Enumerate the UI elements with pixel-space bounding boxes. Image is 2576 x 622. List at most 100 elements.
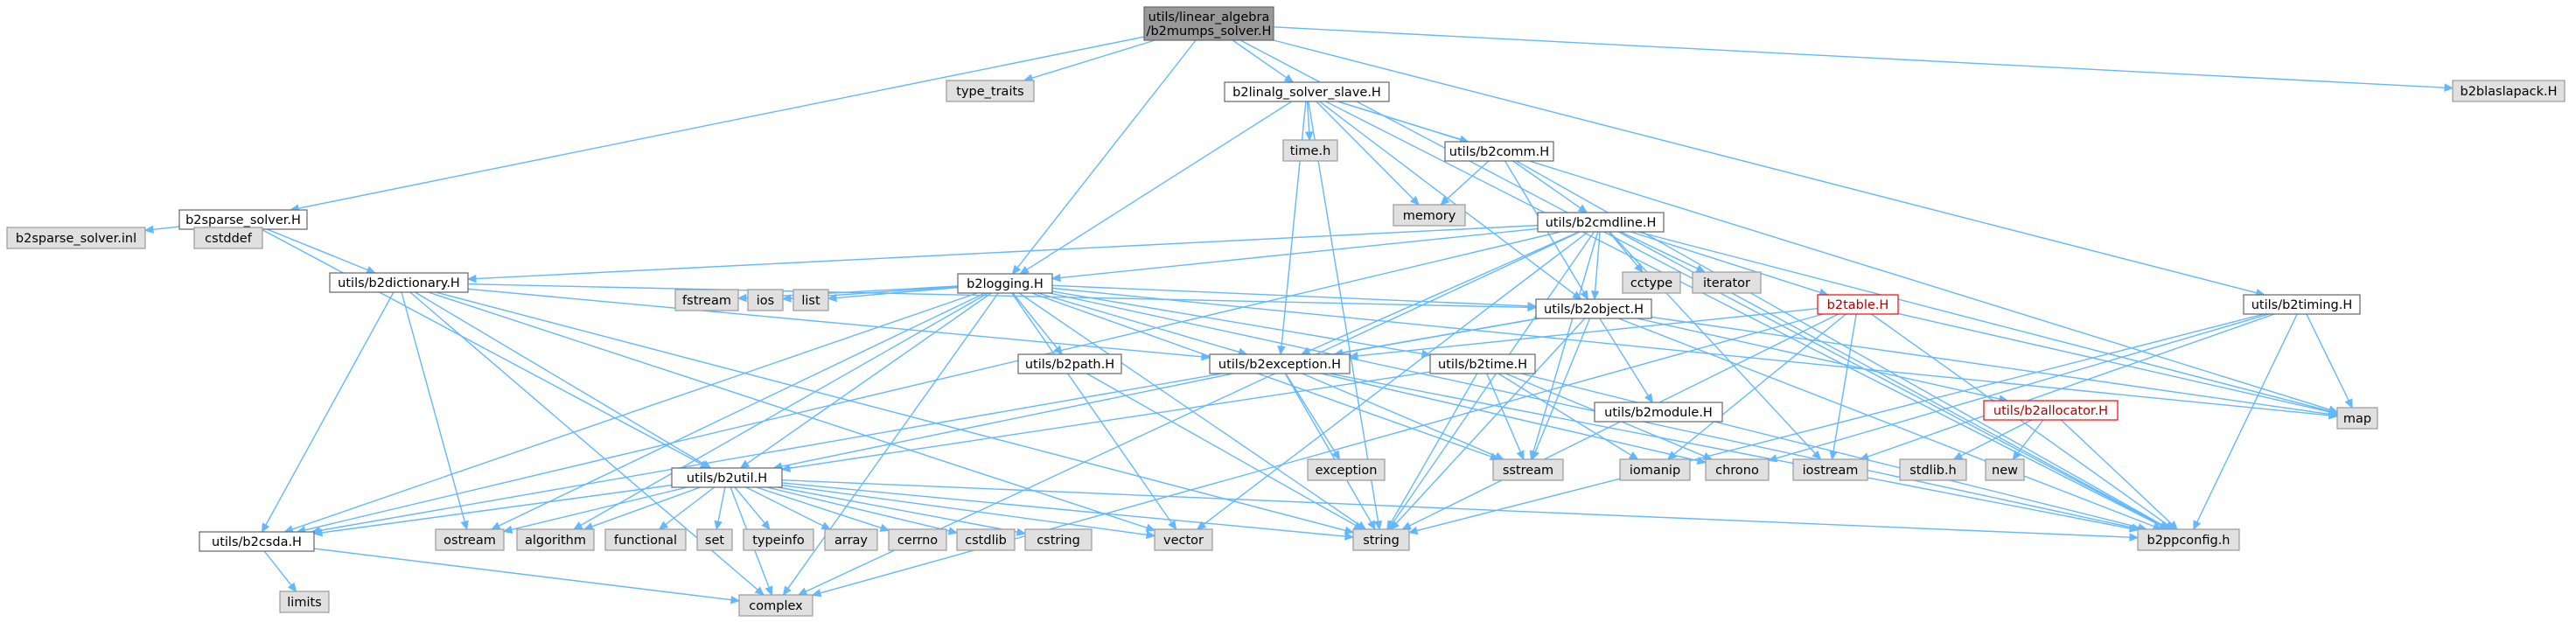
arrow-head-icon — [780, 464, 792, 472]
node-limits[interactable]: limits — [279, 591, 330, 613]
arrow-head-icon — [761, 520, 771, 530]
node-functional[interactable]: functional — [604, 528, 687, 551]
node-label: complex — [749, 599, 803, 613]
arrow-head-icon — [730, 595, 741, 605]
edge-line — [291, 292, 978, 530]
edge-line — [319, 318, 1539, 532]
node-b2comm[interactable]: utils/b2comm.H — [1444, 141, 1554, 162]
node-b2sparse_solver[interactable]: b2sparse_solver.H — [178, 209, 308, 230]
node-b2csda[interactable]: utils/b2csda.H — [199, 531, 315, 552]
node-fstream[interactable]: fstream — [674, 289, 739, 311]
node-set[interactable]: set — [696, 528, 733, 551]
node-string[interactable]: string — [1352, 528, 1410, 551]
edge-line — [1031, 39, 1155, 80]
arrow-head-icon — [312, 528, 324, 537]
arrow-head-icon — [781, 294, 792, 303]
node-b2dictionary[interactable]: utils/b2dictionary.H — [329, 272, 469, 293]
node-b2sparse_solver_inl[interactable]: b2sparse_solver.inl — [6, 227, 146, 249]
arrow-head-icon — [736, 293, 747, 303]
node-exception[interactable]: exception — [1307, 458, 1386, 481]
node-label: utils/b2time.H — [1438, 358, 1527, 372]
edge-b2linalg_solver_slave-to-string — [1308, 101, 1383, 531]
edge-line — [2306, 313, 2349, 402]
node-b2timing[interactable]: utils/b2timing.H — [2243, 294, 2361, 315]
edge-b2exception-to-chrono — [1321, 373, 1707, 465]
node-chrono[interactable]: chrono — [1705, 458, 1770, 481]
node-box — [1393, 204, 1466, 227]
node-sstream[interactable]: sstream — [1492, 458, 1564, 481]
arrow-head-icon — [1952, 451, 1964, 460]
node-complex[interactable]: complex — [738, 594, 813, 617]
arrow-head-icon — [1051, 273, 1061, 283]
node-typeinfo[interactable]: typeinfo — [743, 528, 814, 551]
edge-root-to-b2blaslapack — [1273, 26, 2454, 92]
node-b2time[interactable]: utils/b2time.H — [1429, 353, 1536, 374]
arrow-head-icon — [1344, 532, 1355, 541]
node-label: iomanip — [1630, 464, 1680, 478]
edge-root-to-b2linalg_solver_slave — [1232, 39, 1295, 83]
edge-b2linalg_solver_slave-to-b2exception — [1277, 101, 1307, 356]
edge-b2dictionary-to-vector — [428, 291, 1156, 532]
node-b2allocator[interactable]: utils/b2allocator.H — [1983, 400, 2119, 421]
node-time_h[interactable]: time.h — [1282, 139, 1338, 162]
arrow-head-icon — [1344, 526, 1355, 535]
edge-line — [428, 291, 1148, 529]
edge-line — [1051, 284, 1529, 307]
node-b2module[interactable]: utils/b2module.H — [1594, 402, 1723, 423]
node-iomanip[interactable]: iomanip — [1619, 458, 1691, 481]
node-b2logging[interactable]: b2logging.H — [957, 273, 1053, 294]
edge-b2time-to-string — [1386, 373, 1478, 531]
node-map[interactable]: map — [2336, 407, 2378, 430]
node-iostream[interactable]: iostream — [1792, 458, 1868, 481]
node-cstring[interactable]: cstring — [1024, 528, 1093, 551]
node-box — [1983, 400, 2119, 421]
node-stdlib_h[interactable]: stdlib.h — [1899, 458, 1967, 481]
node-b2object[interactable]: utils/b2object.H — [1535, 298, 1652, 319]
node-box — [792, 289, 829, 311]
node-label: limits — [287, 596, 321, 610]
node-ios[interactable]: ios — [747, 289, 784, 311]
node-b2cmdline[interactable]: utils/b2cmdline.H — [1537, 212, 1665, 233]
node-iterator[interactable]: iterator — [1692, 271, 1762, 294]
node-algorithm[interactable]: algorithm — [516, 528, 595, 551]
node-b2exception[interactable]: utils/b2exception.H — [1209, 353, 1351, 374]
edge-line — [778, 486, 1018, 533]
edge-line — [1651, 316, 2330, 416]
node-cstdlib[interactable]: cstdlib — [956, 528, 1016, 551]
node-new[interactable]: new — [1985, 458, 2025, 481]
arrow-head-icon — [1702, 451, 1714, 460]
node-label: chrono — [1715, 464, 1759, 478]
arrow-head-icon — [820, 521, 832, 530]
edge-line — [1316, 101, 1414, 200]
edge-b2exception-to-b2util — [772, 373, 1233, 471]
arrow-head-icon — [2328, 408, 2339, 416]
node-cstddef[interactable]: cstddef — [193, 227, 263, 249]
node-b2ppconfig[interactable]: b2ppconfig.h — [2137, 528, 2240, 551]
node-cerrno[interactable]: cerrno — [888, 528, 947, 551]
node-b2linalg_solver_slave[interactable]: b2linalg_solver_slave.H — [1224, 81, 1390, 102]
edge-line — [1395, 318, 1586, 524]
node-ostream[interactable]: ostream — [435, 528, 505, 551]
edge-b2cmdline-to-cctype — [1608, 231, 1644, 273]
node-b2table[interactable]: b2table.H — [1817, 294, 1899, 315]
node-list[interactable]: list — [792, 289, 829, 311]
node-root[interactable]: utils/linear_algebra/b2mumps_solver.H — [1143, 6, 1274, 41]
node-label: iostream — [1803, 464, 1859, 478]
edge-b2util-to-string — [781, 482, 1355, 541]
edge-line — [435, 291, 1346, 532]
edge-line — [1534, 318, 1591, 452]
node-array[interactable]: array — [824, 528, 878, 551]
arrow-head-icon — [1196, 521, 1207, 530]
node-b2util[interactable]: utils/b2util.H — [671, 467, 783, 488]
edge-line — [787, 292, 999, 590]
edge-b2util-to-set — [714, 486, 726, 531]
node-cctype[interactable]: cctype — [1622, 271, 1681, 294]
node-b2path[interactable]: utils/b2path.H — [1017, 353, 1122, 374]
node-label: type_traits — [956, 85, 1023, 99]
node-type_traits[interactable]: type_traits — [946, 80, 1035, 102]
edge-b2util-to-array — [745, 486, 832, 530]
node-vector[interactable]: vector — [1154, 528, 1213, 551]
node-memory[interactable]: memory — [1393, 204, 1466, 227]
node-b2blaslapack[interactable]: b2blaslapack.H — [2452, 80, 2566, 102]
